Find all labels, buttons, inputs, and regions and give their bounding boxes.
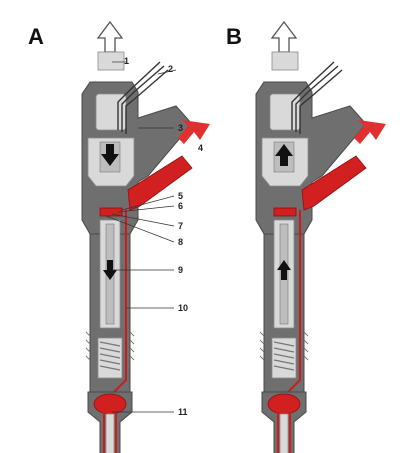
callout-9: 9 <box>178 265 183 275</box>
up-arrow-icon <box>277 260 291 280</box>
callout-3: 3 <box>178 123 183 133</box>
callout-5: 5 <box>178 191 183 201</box>
panel-label-a: A <box>28 24 44 49</box>
down-arrow-icon <box>101 144 119 166</box>
up-arrow-icon <box>275 144 293 166</box>
fuel-inlet-arrow-a-icon <box>178 120 210 144</box>
injector-a <box>81 21 193 453</box>
callout-4: 4 <box>198 143 203 153</box>
callout-7: 7 <box>178 221 183 231</box>
panel-label-b: B <box>226 24 242 49</box>
callout-leaders <box>105 61 177 413</box>
callout-6: 6 <box>178 201 183 211</box>
injector-b <box>255 21 367 453</box>
callout-8: 8 <box>178 237 183 247</box>
down-arrow-icon <box>103 260 117 280</box>
callout-1: 1 <box>124 56 129 66</box>
callout-2: 2 <box>168 64 173 74</box>
callout-10: 10 <box>178 303 188 313</box>
callout-11: 11 <box>178 407 188 417</box>
fuel-inlet-arrow-b-icon <box>354 120 386 144</box>
